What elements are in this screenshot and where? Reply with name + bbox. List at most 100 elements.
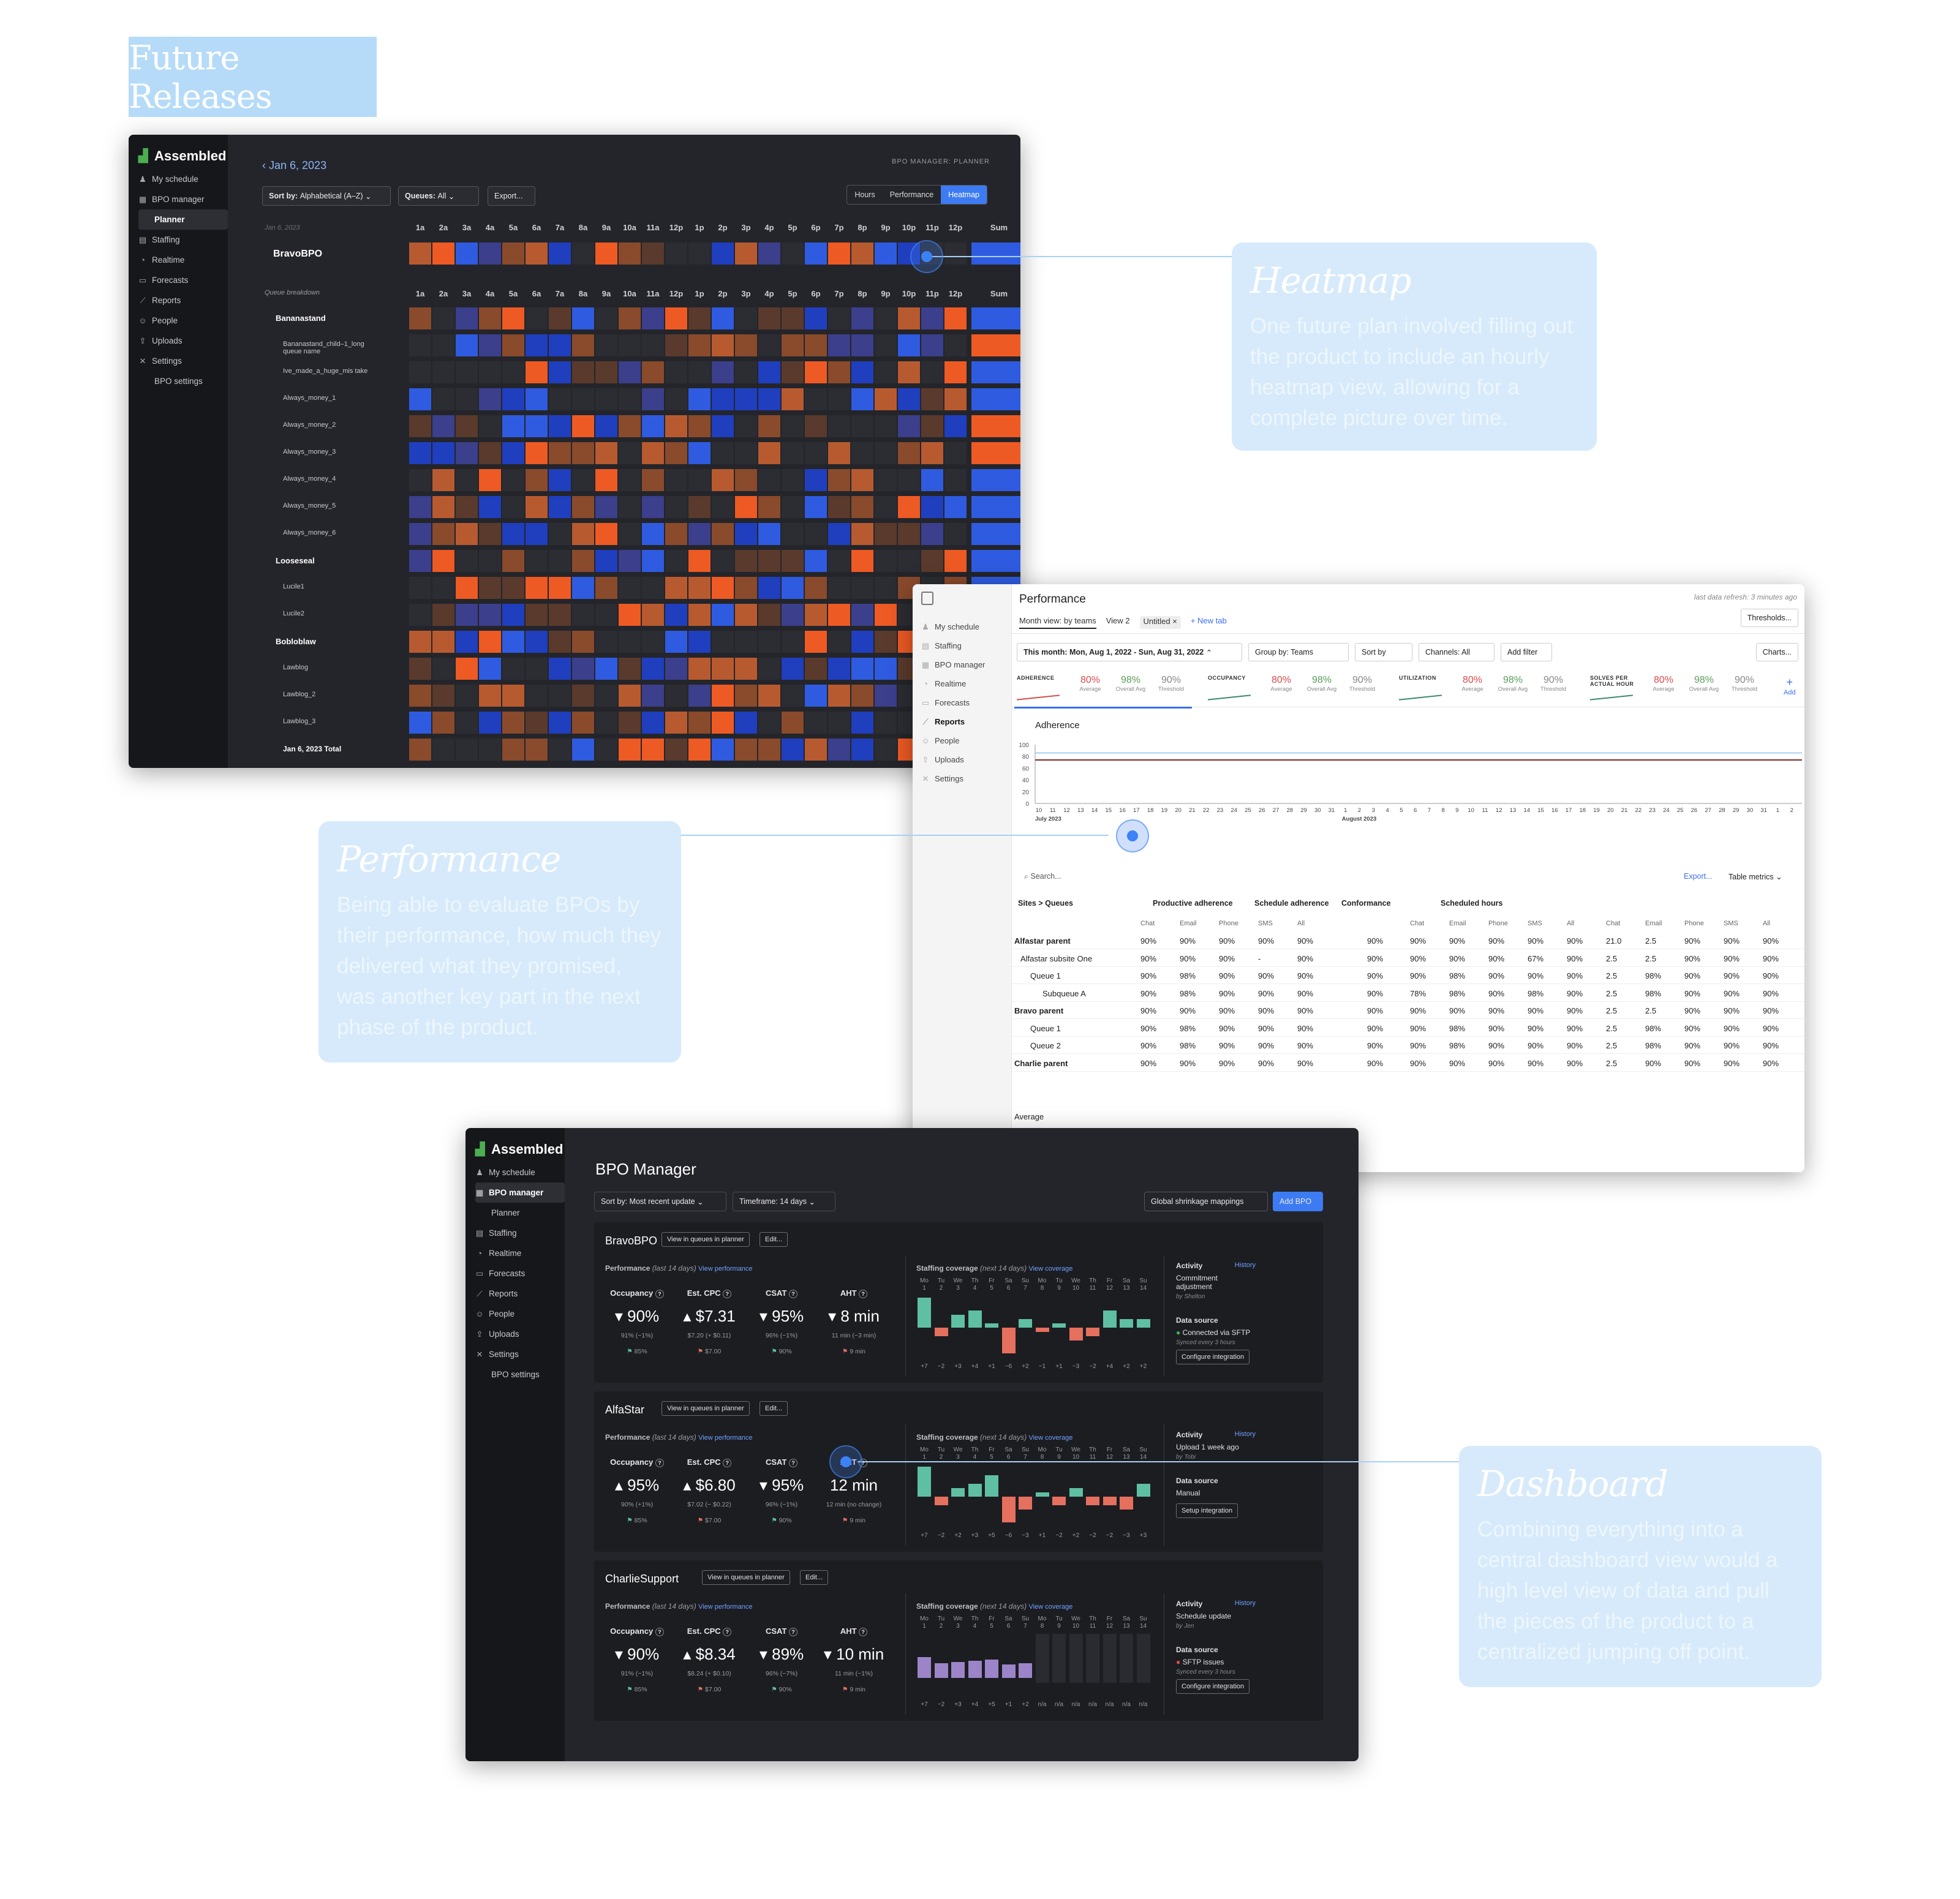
heatmap-cell[interactable] <box>432 361 454 383</box>
sidebar-item-people[interactable]: ☺People <box>921 731 1011 750</box>
tab-performance[interactable]: Performance <box>889 190 934 199</box>
sidebar-item-bpo-settings[interactable]: BPO settings <box>475 1364 565 1385</box>
heatmap-cell[interactable] <box>735 307 757 329</box>
heatmap-cell[interactable] <box>572 243 594 265</box>
heatmap-cell[interactable] <box>456 442 478 464</box>
heatmap-cell[interactable] <box>409 631 431 653</box>
heatmap-cell[interactable] <box>642 334 664 356</box>
heatmap-cell[interactable] <box>712 712 734 734</box>
heatmap-cell[interactable] <box>782 307 804 329</box>
history-link[interactable]: History <box>1234 1262 1256 1269</box>
sidebar-item-forecasts[interactable]: ▭Forecasts <box>921 693 1011 712</box>
heatmap-cell[interactable] <box>805 415 827 437</box>
integration-button[interactable]: Configure integration <box>1176 1350 1250 1364</box>
heatmap-cell[interactable] <box>526 604 548 626</box>
heatmap-cell[interactable] <box>502 307 524 329</box>
sidebar-item-settings[interactable]: ✕Settings <box>138 351 228 371</box>
view-coverage-link[interactable]: View coverage <box>1028 1265 1073 1273</box>
heatmap-cell[interactable] <box>526 658 548 680</box>
group-by-dropdown[interactable]: Group by: Teams <box>1248 643 1349 661</box>
coverage-bar[interactable] <box>1086 1634 1099 1683</box>
heatmap-cell[interactable] <box>479 307 501 329</box>
heatmap-cell[interactable] <box>549 361 571 383</box>
heatmap-cell[interactable] <box>432 631 454 653</box>
heatmap-cell[interactable] <box>642 361 664 383</box>
heatmap-cell[interactable] <box>549 469 571 491</box>
coverage-bar[interactable] <box>1086 1328 1099 1336</box>
heatmap-cell[interactable] <box>665 631 687 653</box>
heatmap-cell[interactable] <box>851 334 873 356</box>
heatmap-cell[interactable] <box>944 550 967 572</box>
heatmap-cell[interactable] <box>502 685 524 707</box>
coverage-bar[interactable] <box>1120 1497 1133 1510</box>
heatmap-cell[interactable] <box>921 415 943 437</box>
heatmap-cell[interactable] <box>805 469 827 491</box>
coverage-bar[interactable] <box>1136 1634 1150 1683</box>
heatmap-cell[interactable] <box>712 685 734 707</box>
heatmap-cell[interactable] <box>712 577 734 599</box>
view-in-planner-button[interactable]: View in queues in planner <box>702 1570 790 1585</box>
heatmap-cell[interactable] <box>526 307 548 329</box>
sum-cell[interactable] <box>971 307 1020 329</box>
heatmap-cell[interactable] <box>805 361 827 383</box>
heatmap-cell[interactable] <box>432 469 454 491</box>
heatmap-cell[interactable] <box>432 604 454 626</box>
heatmap-cell[interactable] <box>921 523 943 545</box>
queue-label[interactable]: Lawblog_3 <box>283 718 316 725</box>
heatmap-cell[interactable] <box>595 442 617 464</box>
heatmap-cell[interactable] <box>502 550 524 572</box>
coverage-bar[interactable] <box>1136 1319 1150 1328</box>
heatmap-cell[interactable] <box>549 442 571 464</box>
heatmap-cell[interactable] <box>549 577 571 599</box>
heatmap-cell[interactable] <box>526 712 548 734</box>
heatmap-cell[interactable] <box>758 243 780 265</box>
heatmap-cell[interactable] <box>782 739 804 761</box>
heatmap-cell[interactable] <box>712 307 734 329</box>
heatmap-cell[interactable] <box>805 577 827 599</box>
heatmap-cell[interactable] <box>619 442 641 464</box>
heatmap-cell[interactable] <box>549 307 571 329</box>
heatmap-cell[interactable] <box>875 388 897 410</box>
sum-cell[interactable] <box>971 243 1020 265</box>
heatmap-cell[interactable] <box>665 685 687 707</box>
coverage-bar[interactable] <box>1001 1497 1016 1522</box>
heatmap-cell[interactable] <box>409 496 431 518</box>
heatmap-cell[interactable] <box>712 334 734 356</box>
heatmap-cell[interactable] <box>502 415 524 437</box>
heatmap-cell[interactable] <box>526 739 548 761</box>
coverage-bar[interactable] <box>951 1488 965 1497</box>
heatmap-cell[interactable] <box>619 712 641 734</box>
heatmap-cell[interactable] <box>642 685 664 707</box>
heatmap-cell[interactable] <box>432 496 454 518</box>
coverage-bar[interactable] <box>918 1657 931 1678</box>
heatmap-cell[interactable] <box>456 243 478 265</box>
heatmap-cell[interactable] <box>782 388 804 410</box>
heatmap-cell[interactable] <box>851 307 873 329</box>
heatmap-cell[interactable] <box>456 739 478 761</box>
heatmap-cell[interactable] <box>409 658 431 680</box>
heatmap-cell[interactable] <box>642 469 664 491</box>
heatmap-cell[interactable] <box>735 739 757 761</box>
coverage-bar[interactable] <box>1069 1488 1083 1497</box>
heatmap-cell[interactable] <box>805 604 827 626</box>
help-icon[interactable]: ? <box>655 1459 664 1467</box>
heatmap-cell[interactable] <box>456 712 478 734</box>
sidebar-item-bpo-manager[interactable]: ▦BPO manager <box>921 655 1011 674</box>
heatmap-cell[interactable] <box>851 415 873 437</box>
hotspot-marker[interactable] <box>910 240 943 273</box>
heatmap-cell[interactable] <box>921 388 943 410</box>
heatmap-cell[interactable] <box>875 685 897 707</box>
heatmap-cell[interactable] <box>735 442 757 464</box>
queue-label[interactable]: Always_money_1 <box>283 394 336 402</box>
heatmap-cell[interactable] <box>595 658 617 680</box>
heatmap-cell[interactable] <box>665 550 687 572</box>
heatmap-cell[interactable] <box>898 361 920 383</box>
column-group-header[interactable]: Schedule adherence <box>1254 899 1329 908</box>
heatmap-cell[interactable] <box>875 442 897 464</box>
sum-cell[interactable] <box>971 334 1020 356</box>
heatmap-cell[interactable] <box>409 712 431 734</box>
heatmap-cell[interactable] <box>549 685 571 707</box>
